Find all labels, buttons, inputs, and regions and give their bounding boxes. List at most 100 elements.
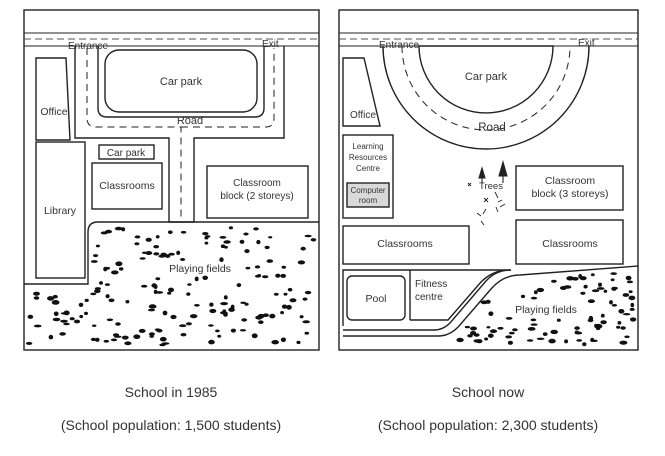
field-dot: [115, 322, 121, 326]
office-label: Office: [40, 106, 67, 118]
field-dot: [185, 322, 192, 326]
field-dot: [297, 260, 306, 265]
field-dot: [473, 339, 481, 343]
car-park-main: [418, 45, 554, 114]
field-dot: [155, 291, 164, 294]
field-dot: [202, 232, 209, 236]
classrooms-building: [91, 162, 163, 210]
field-dot: [590, 337, 595, 343]
road-label: Road: [478, 122, 506, 134]
field-dot: [239, 239, 245, 244]
field-dot: [219, 257, 224, 263]
field-dot: [73, 319, 81, 324]
field-dot: [485, 299, 491, 304]
field-dot: [155, 277, 161, 281]
field-dot: [180, 258, 186, 261]
field-dot: [114, 226, 123, 231]
field-dot: [202, 275, 208, 280]
field-dot: [487, 333, 494, 338]
field-dot: [484, 337, 489, 341]
field-dot: [244, 249, 250, 254]
trees-label: Trees: [479, 181, 503, 192]
field-dot: [92, 324, 97, 327]
field-dot: [220, 302, 229, 306]
field-dot: [219, 236, 227, 239]
field-dot: [204, 236, 209, 240]
field-dot: [574, 326, 580, 330]
field-dot: [47, 296, 55, 301]
fitness-centre-label-2: centre: [415, 292, 443, 303]
field-dot: [115, 261, 123, 267]
field-dot: [280, 273, 287, 278]
field-dot: [262, 275, 269, 279]
field-dot: [223, 240, 231, 244]
field-dot: [105, 266, 110, 270]
field-dot: [158, 254, 166, 258]
field-dot: [289, 298, 297, 303]
field-dot: [125, 300, 130, 304]
classroom-block-label-1: Classroom: [545, 175, 595, 187]
field-dot: [155, 235, 160, 239]
field-dot: [94, 289, 101, 294]
field-dot: [33, 296, 40, 300]
classroom-block: [206, 165, 309, 219]
field-dot: [180, 333, 187, 337]
field-dot: [134, 235, 141, 239]
field-dot: [456, 337, 464, 343]
computer-room-label-1: Computer: [350, 186, 385, 195]
field-dot: [505, 335, 512, 339]
map-now-title: School now: [451, 384, 525, 400]
field-dot: [145, 251, 153, 255]
field-dot: [186, 292, 191, 296]
field-dot: [223, 295, 228, 300]
field-dot: [533, 290, 538, 295]
field-dot: [269, 313, 276, 319]
car-park-label: Car park: [465, 71, 508, 83]
field-dot: [254, 274, 261, 278]
field-dot: [148, 308, 155, 312]
field-dot: [149, 335, 154, 338]
field-dot: [84, 311, 88, 316]
computer-room-label-2: room: [359, 196, 378, 205]
field-dot: [629, 317, 637, 322]
map-now-frame: [338, 9, 639, 351]
field-dot: [105, 229, 112, 234]
field-dot: [616, 325, 621, 329]
field-dot: [587, 299, 596, 304]
field-dot: [236, 283, 242, 288]
field-dot: [281, 265, 287, 269]
field-dot: [280, 337, 286, 343]
field-dot: [105, 294, 110, 299]
field-dot: [78, 302, 84, 307]
field-dot: [164, 254, 171, 258]
map-1985-frame: [23, 9, 320, 351]
playing-fields-boundary: [24, 221, 319, 285]
field-dot: [110, 338, 118, 342]
field-dot: [287, 287, 293, 292]
field-dot: [275, 273, 281, 278]
field-dot: [84, 298, 89, 302]
field-dot: [611, 286, 617, 291]
field-dot: [52, 317, 61, 322]
office-building: [35, 57, 71, 141]
field-dot: [619, 340, 628, 345]
field-dot: [526, 339, 534, 342]
field-dot: [580, 291, 586, 295]
field-dot: [536, 287, 545, 293]
field-dot: [209, 308, 217, 314]
car-park-small: [98, 144, 155, 160]
library-building: [35, 141, 86, 279]
field-dot: [194, 276, 199, 282]
field-dot: [52, 294, 58, 299]
field-dot: [141, 284, 148, 288]
field-dot: [113, 335, 122, 338]
facilities-outline: [342, 269, 511, 326]
field-dot: [241, 318, 248, 322]
field-dot: [536, 337, 545, 340]
field-dot: [104, 283, 110, 286]
field-dot: [230, 328, 236, 333]
office-label: Office: [350, 110, 376, 121]
field-dot: [582, 342, 587, 347]
field-dot: [618, 309, 625, 314]
